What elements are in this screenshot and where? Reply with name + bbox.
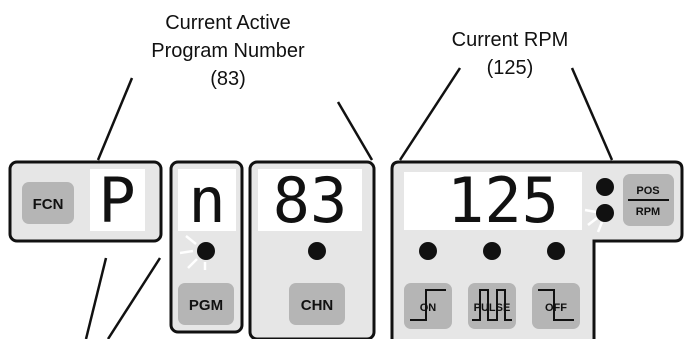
off-button-label: OFF — [545, 302, 567, 314]
pulse-waveform-icon — [472, 289, 512, 321]
rpm-led — [596, 204, 614, 222]
on-waveform-icon — [410, 289, 446, 321]
callout-line-chn — [336, 101, 374, 161]
rpm-display-value: 125 — [447, 164, 559, 237]
pgm-button[interactable] — [178, 283, 234, 325]
rpm-led-glow — [584, 208, 604, 233]
off-button[interactable]: OFF — [532, 283, 580, 329]
pos-led — [596, 178, 614, 196]
pgm-panel: n PGM — [169, 160, 244, 334]
pgm-led — [197, 242, 215, 260]
on-button-label: ON — [420, 302, 437, 314]
callout-line-rpm-left — [398, 67, 462, 161]
rpm-label-line1: Current RPM — [452, 29, 569, 51]
program-label-line2: Program Number — [151, 40, 305, 62]
on-led — [419, 242, 437, 260]
chn-button-label: CHN — [301, 297, 334, 314]
program-label-line1: Current Active — [165, 12, 291, 34]
callout-lines — [84, 67, 614, 339]
pulse-button-label: PULSE — [474, 302, 511, 314]
pgm-button-label: PGM — [189, 297, 223, 314]
callout-line-bottom-a — [84, 257, 108, 339]
program-label-line3: (83) — [210, 68, 246, 90]
chn-button[interactable] — [289, 283, 345, 325]
fcn-panel: FCN P — [8, 160, 163, 243]
rpm-display — [404, 172, 582, 230]
off-led — [547, 242, 565, 260]
pgm-display — [178, 169, 236, 231]
callout-line-rpm-right — [570, 67, 614, 161]
pgm-display-value: n — [188, 164, 225, 237]
pgm-led-glow — [179, 235, 207, 270]
fcn-display-value: P — [98, 164, 135, 237]
fcn-button-label: FCN — [33, 196, 64, 213]
fcn-display — [90, 169, 145, 231]
pulse-led — [483, 242, 501, 260]
chn-display — [258, 169, 362, 231]
rpm-panel: 125 POS RPM ON PULSE — [390, 160, 684, 339]
callout-line-bottom-b — [106, 257, 162, 339]
pos-label: POS — [636, 185, 659, 197]
chn-display-value: 83 — [273, 164, 348, 237]
chn-panel: 83 CHN — [248, 160, 376, 339]
on-button[interactable]: ON — [404, 283, 452, 329]
off-waveform-icon — [538, 289, 574, 321]
chn-led — [308, 242, 326, 260]
rpm-label-line2: (125) — [487, 57, 534, 79]
rpm-label: RPM — [636, 206, 660, 218]
pulse-button[interactable]: PULSE — [468, 283, 516, 329]
callout-line-fcn — [96, 77, 134, 161]
fcn-button[interactable] — [22, 182, 74, 224]
